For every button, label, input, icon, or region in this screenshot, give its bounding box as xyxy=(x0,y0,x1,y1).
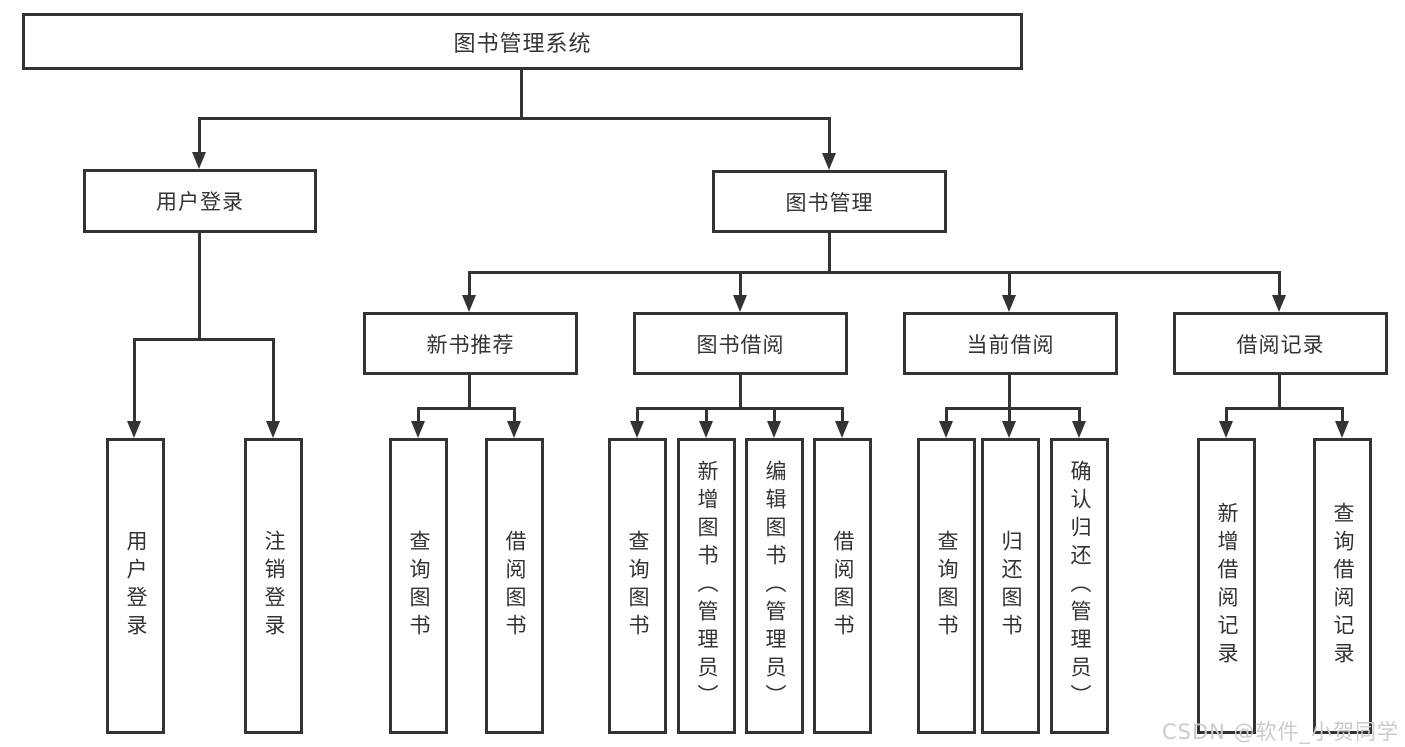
node-book-borrowing: 图书借阅 xyxy=(633,312,848,375)
connector-line xyxy=(739,375,742,410)
connector-arrowhead xyxy=(733,295,747,312)
connector-arrowhead xyxy=(1272,295,1286,312)
node-user-login-action: 用户登录 xyxy=(106,438,165,734)
connector-line xyxy=(272,340,275,422)
connector-line xyxy=(1008,409,1011,423)
connector-line xyxy=(133,338,275,341)
connector-line xyxy=(1008,375,1011,410)
node-add-books-admin: 新增图书（管理员） xyxy=(677,438,736,734)
node-add-borrow-record: 新增借阅记录 xyxy=(1197,438,1256,734)
connector-arrowhead xyxy=(507,421,521,438)
node-return-books: 归还图书 xyxy=(981,438,1040,734)
connector-line xyxy=(1008,273,1011,296)
connector-line xyxy=(636,407,844,410)
node-query-books-borrowing: 查询图书 xyxy=(608,438,667,734)
connector-line xyxy=(468,271,1281,274)
connector-line xyxy=(1225,409,1228,423)
node-borrow-books-borrowing: 借阅图书 xyxy=(813,438,872,734)
connector-line xyxy=(513,409,516,423)
csdn-watermark: CSDN @软件_小贺同学 xyxy=(1162,720,1400,744)
connector-line xyxy=(468,273,471,296)
node-book-management: 图书管理 xyxy=(712,170,947,233)
connector-line xyxy=(1225,407,1344,410)
connector-line xyxy=(945,407,1081,410)
connector-arrowhead xyxy=(822,153,836,170)
node-borrowing-records: 借阅记录 xyxy=(1173,312,1388,375)
connector-line xyxy=(198,117,831,120)
node-current-borrowing: 当前借阅 xyxy=(903,312,1118,375)
connector-line xyxy=(1078,409,1081,423)
node-new-book-recommendation: 新书推荐 xyxy=(363,312,578,375)
connector-line xyxy=(1278,273,1281,296)
connector-arrowhead xyxy=(411,421,425,438)
connector-line xyxy=(417,409,420,423)
connector-arrowhead xyxy=(192,152,206,169)
connector-line xyxy=(1341,409,1344,423)
connector-arrowhead xyxy=(1335,421,1349,438)
connector-line xyxy=(198,119,201,154)
connector-line xyxy=(705,409,708,423)
node-query-books-recommend: 查询图书 xyxy=(389,438,448,734)
node-library-management-system: 图书管理系统 xyxy=(22,13,1023,70)
connector-line xyxy=(198,233,201,340)
node-logout-action: 注销登录 xyxy=(244,438,303,734)
connector-arrowhead xyxy=(266,421,280,438)
node-confirm-return-admin: 确认归还（管理员） xyxy=(1050,438,1109,734)
connector-line xyxy=(739,273,742,296)
connector-arrowhead xyxy=(1002,421,1016,438)
connector-line xyxy=(828,119,831,155)
connector-arrowhead xyxy=(835,421,849,438)
connector-arrowhead xyxy=(939,421,953,438)
connector-line xyxy=(468,375,471,410)
node-query-borrow-record: 查询借阅记录 xyxy=(1313,438,1372,734)
connector-line xyxy=(945,409,948,423)
connector-arrowhead xyxy=(1219,421,1233,438)
connector-line xyxy=(1278,375,1281,410)
node-borrow-books-recommend: 借阅图书 xyxy=(485,438,544,734)
connector-line xyxy=(841,409,844,423)
node-query-books-current: 查询图书 xyxy=(917,438,976,734)
connector-line xyxy=(520,70,523,119)
node-edit-books-admin: 编辑图书（管理员） xyxy=(745,438,804,734)
node-user-login: 用户登录 xyxy=(83,169,317,233)
connector-line xyxy=(636,409,639,423)
connector-line xyxy=(133,340,136,422)
connector-arrowhead xyxy=(699,421,713,438)
connector-line xyxy=(417,407,516,410)
connector-line xyxy=(773,409,776,423)
connector-line xyxy=(828,233,831,273)
connector-arrowhead xyxy=(127,421,141,438)
connector-arrowhead xyxy=(1002,295,1016,312)
connector-arrowhead xyxy=(630,421,644,438)
connector-arrowhead xyxy=(1072,421,1086,438)
connector-arrowhead xyxy=(767,421,781,438)
connector-arrowhead xyxy=(462,295,476,312)
